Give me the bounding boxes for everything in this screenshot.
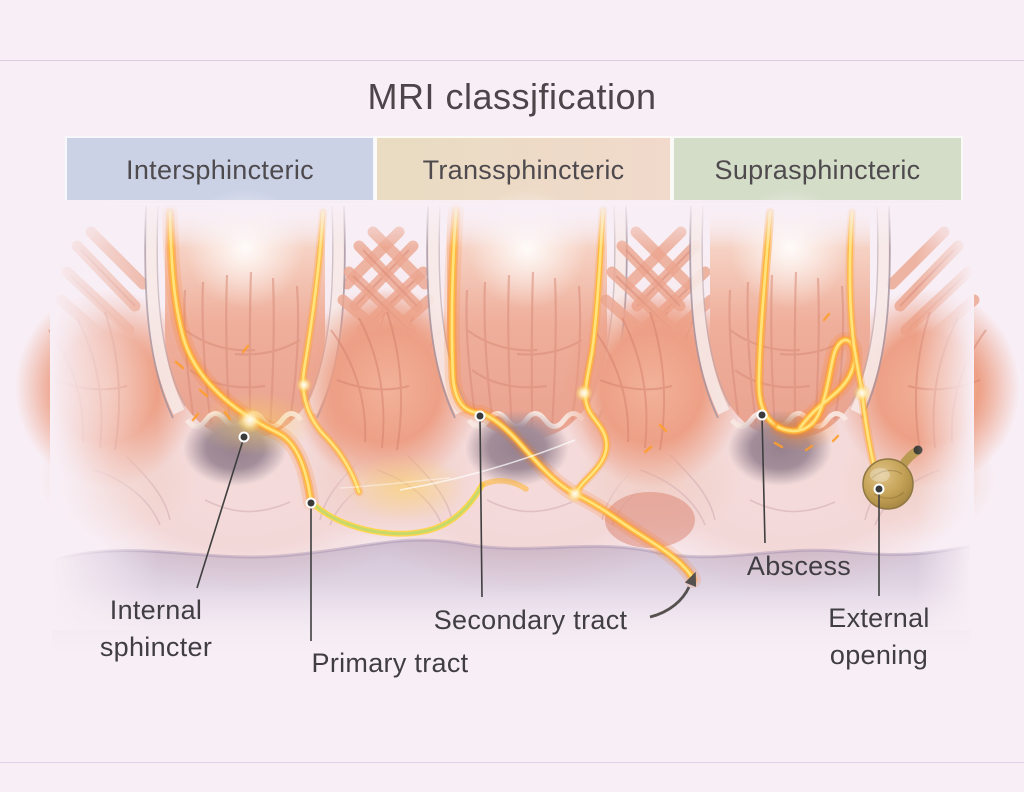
label-secondary-tract: Secondary tract <box>433 605 628 635</box>
segment-suprasphincteric: Suprasphincteric <box>672 136 963 205</box>
leader-abscess <box>761 414 766 544</box>
page-title: MRI classjfication <box>367 76 657 117</box>
annotation-leaders <box>196 409 885 641</box>
leader-internal-sphincter <box>196 436 245 589</box>
dot-internal-sphincter <box>238 431 250 443</box>
highlight-line <box>399 439 576 491</box>
segment-label: Suprasphincteric <box>714 155 921 185</box>
dot-primary-tract <box>305 497 317 509</box>
highlight-line <box>339 477 451 489</box>
muscle-shadow <box>605 492 695 548</box>
fade-right <box>916 200 974 630</box>
segment-label: Intersphincteric <box>126 155 314 185</box>
secondary-tract-arrow <box>649 571 697 619</box>
fade-left <box>50 200 158 630</box>
divider-line-top <box>0 60 1024 61</box>
label-primary-tract: Primary tract <box>311 648 469 678</box>
label-abscess: Abscess <box>746 551 852 581</box>
label-external-opening: External opening <box>828 603 930 670</box>
divider-line-bottom <box>0 762 1024 763</box>
leader-secondary-tract <box>479 416 483 598</box>
abscess-ball <box>862 445 923 510</box>
fade-bottom <box>50 585 974 700</box>
label-internal-sphincter: Internal sphincter <box>99 595 213 662</box>
dot-abscess <box>756 409 768 421</box>
segment-label: Transsphincteric <box>422 155 625 185</box>
dot-secondary-tract <box>474 410 486 422</box>
glow-haze-2 <box>343 454 467 522</box>
fade-top <box>50 200 974 248</box>
dot-external-opening <box>873 483 885 495</box>
fistula-tract-transsphincteric <box>444 202 701 588</box>
tract-sparkles <box>174 312 840 454</box>
tract-glow-spots <box>237 377 871 503</box>
